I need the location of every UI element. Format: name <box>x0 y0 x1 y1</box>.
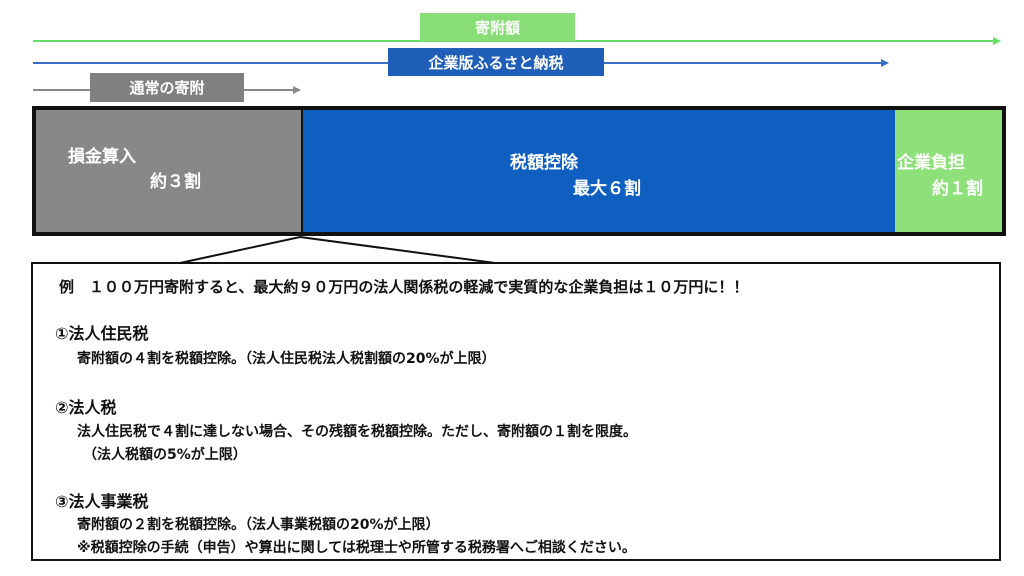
consultation-note: ※税額控除の手続（申告）や算出に関しては税理士や所管する税務署へご相談ください。 <box>77 540 636 556</box>
corporate-furusato-arrowhead-icon <box>881 59 889 67</box>
tax-credit-title: 税額控除 <box>510 153 578 173</box>
burden-segment: 企業負担 約１割 <box>895 110 1002 232</box>
example-text: 例 １００万円寄附すると、最大約９０万円の法人関係税の軽減で実質的な企業負担は１… <box>59 278 749 296</box>
burden-title: 企業負担 <box>897 153 965 173</box>
item2-title: ②法人税 <box>55 398 117 417</box>
breakdown-bar: 損金算入 約３割 税額控除 最大６割 企業負担 約１割 <box>32 106 1006 236</box>
item2-detail: 法人住民税で４割に達しない場合、その残額を税額控除。ただし、寄附額の１割を限度。 <box>77 424 637 440</box>
normal-donation-arrowhead-icon <box>293 86 301 94</box>
deduction-title: 損金算入 <box>68 147 136 167</box>
item2-detail-note: （法人税額の5%が上限） <box>83 447 247 463</box>
item1-title: ①法人住民税 <box>55 324 149 343</box>
item1-detail: 寄附額の４割を税額控除。（法人住民税法人税割額の20%が上限） <box>77 351 496 367</box>
deduction-ratio: 約３割 <box>150 172 201 192</box>
item3-detail: 寄附額の２割を税額控除。（法人事業税額の20%が上限） <box>77 517 440 533</box>
burden-ratio: 約１割 <box>932 179 983 199</box>
donation-amount-arrowhead-icon <box>993 37 1001 45</box>
corporate-furusato-label: 企業版ふるさと納税 <box>388 48 604 76</box>
deduction-segment: 損金算入 約３割 <box>36 110 301 232</box>
tax-credit-ratio: 最大６割 <box>573 179 641 199</box>
donation-amount-label: 寄附額 <box>420 13 575 41</box>
normal-donation-label: 通常の寄附 <box>90 73 244 102</box>
explanation-callout: 例 １００万円寄附すると、最大約９０万円の法人関係税の軽減で実質的な企業負担は１… <box>31 262 1001 561</box>
donation-amount-arrow-line <box>33 40 993 42</box>
item3-title: ③法人事業税 <box>55 492 149 511</box>
tax-credit-segment: 税額控除 最大６割 <box>301 110 897 232</box>
